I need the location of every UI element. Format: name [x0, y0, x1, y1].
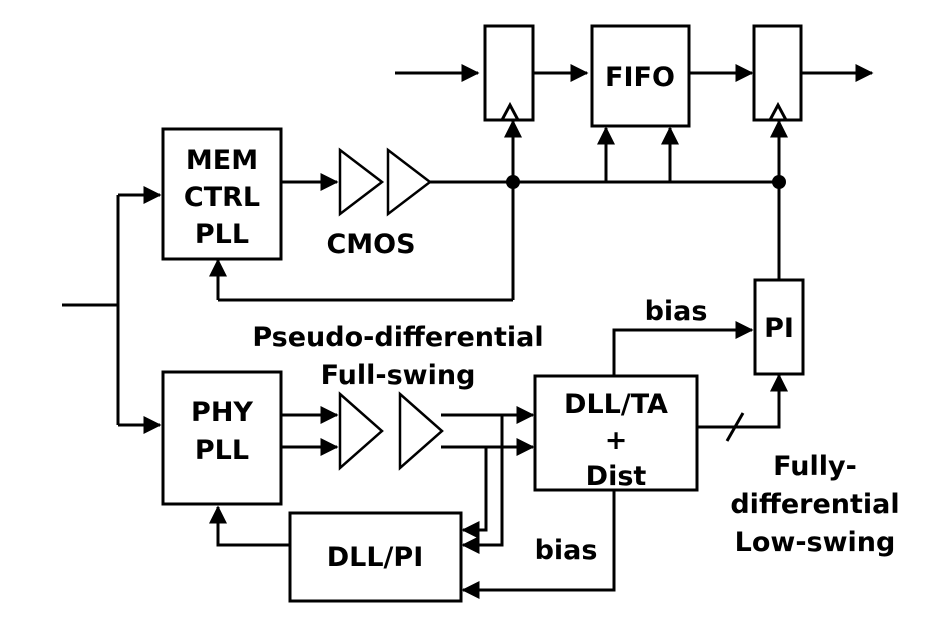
- bias-label-top: bias: [645, 296, 708, 327]
- clock-edge-icon: [768, 101, 788, 121]
- bias-to-dll-pi-wire: [461, 490, 616, 599]
- junction-dot-pi: [772, 175, 786, 189]
- clock-edge-icon: [500, 101, 520, 121]
- cmos-buffer-1: [338, 147, 385, 217]
- phy-pll-block: PHY PLL: [161, 370, 283, 506]
- fully-label: Fully-: [773, 451, 857, 482]
- dll-pi-block: DLL/PI: [288, 511, 463, 603]
- pseudo-diff-buffer-2: [398, 391, 444, 471]
- bias-label-bottom: bias: [535, 535, 598, 566]
- phy-pll-label-2: PLL: [195, 435, 249, 466]
- pi-clock-to-fifo-wire: [661, 126, 779, 184]
- phy-pll-feedback-wire: [209, 505, 291, 547]
- phy-pll-label-1: PHY: [191, 397, 253, 428]
- fifo-label: FIFO: [605, 62, 675, 93]
- pseudo-differential-label: Pseudo-differential: [252, 322, 543, 353]
- cmos-label: CMOS: [326, 229, 415, 260]
- dll-ta-block: DLL/TA + Dist: [533, 374, 699, 492]
- dll-ta-label-1: DLL/TA: [564, 389, 668, 420]
- mem-pll-label-3: PLL: [195, 219, 249, 250]
- dll-ta-label-3: Dist: [586, 461, 647, 492]
- dll-pi-label: DLL/PI: [327, 542, 424, 573]
- pi-block: PI: [753, 278, 805, 376]
- low-swing-label: Low-swing: [735, 527, 896, 558]
- mem-pll-label-2: CTRL: [184, 182, 260, 213]
- wires: [62, 64, 874, 599]
- pseudo-diff-buffer-1: [338, 391, 384, 471]
- differential-label: differential: [730, 489, 899, 520]
- mem-ctrl-pll-block: MEM CTRL PLL: [161, 127, 283, 261]
- pi-label: PI: [764, 313, 794, 344]
- full-swing-label: Full-swing: [321, 360, 476, 391]
- cmos-buffer-2: [386, 147, 433, 217]
- tap-b-to-dll-pi-wire: [461, 447, 488, 539]
- bus-slash-mark: [725, 412, 745, 442]
- flip-flop-in: [483, 24, 535, 122]
- tap-a-to-dll-pi-wire: [461, 415, 504, 554]
- junction-dot-cmos: [506, 175, 520, 189]
- mem-pll-label-1: MEM: [186, 145, 258, 176]
- dll-ta-to-pi-wire: [697, 373, 788, 429]
- flip-flop-out: [752, 24, 803, 122]
- bias-to-pi-wire: [612, 321, 754, 375]
- dll-ta-label-2: +: [605, 425, 628, 456]
- fifo-block: FIFO: [590, 24, 691, 128]
